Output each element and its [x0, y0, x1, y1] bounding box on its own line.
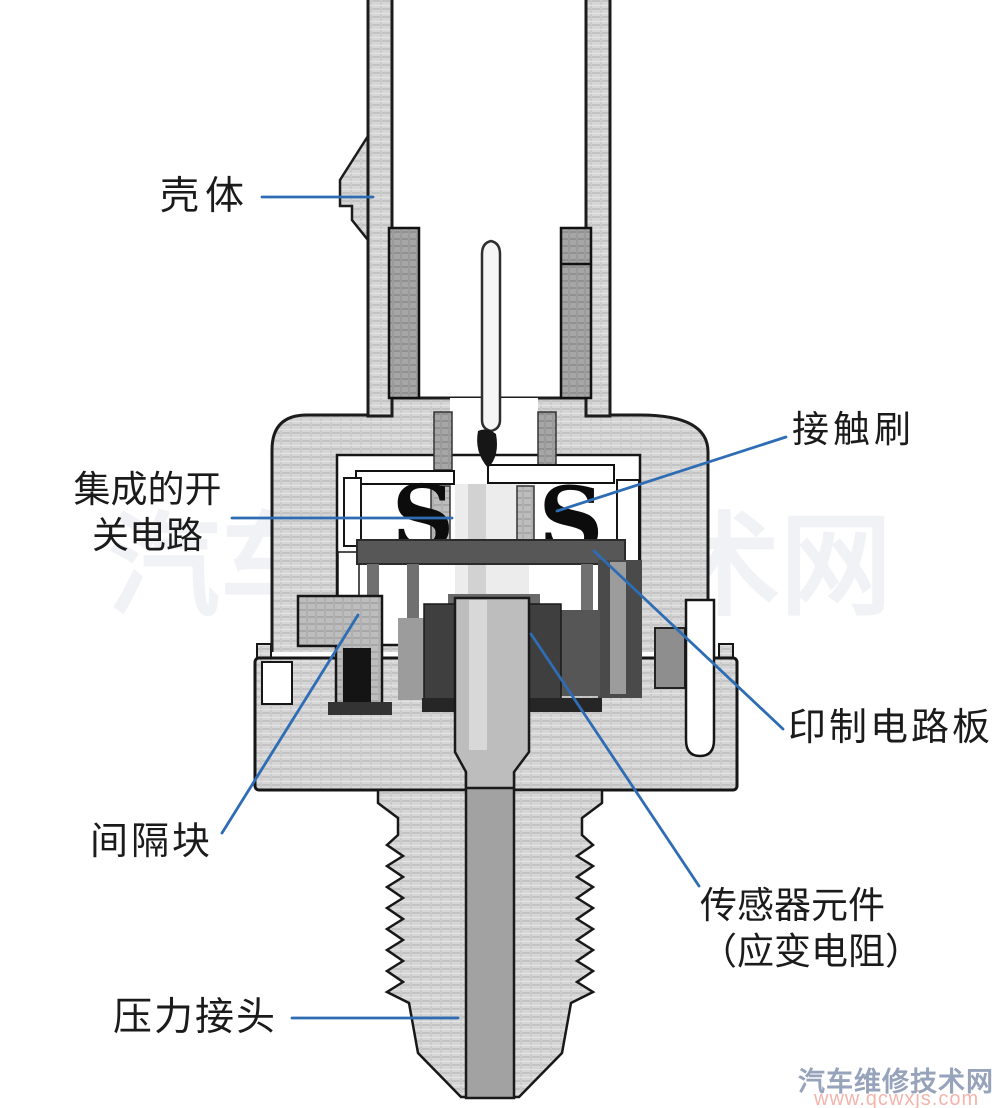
leader-lines	[220, 195, 788, 1020]
spacer-block	[296, 594, 392, 715]
label-spacer-block: 间隔块	[90, 821, 214, 863]
right-terminal-slot	[610, 562, 626, 694]
leader-contact-brush	[555, 435, 788, 513]
pressure-column	[453, 596, 531, 790]
label-sensor-element: 传感器元件 （应变电阻）	[700, 884, 930, 976]
label-switch-line1: 集成的开	[73, 470, 222, 511]
label-switch-line2: 关电路	[92, 516, 203, 557]
crimp-notch-left	[261, 661, 293, 705]
label-integrated-switch-circuit: 集成的开 关电路	[55, 468, 240, 560]
label-contact-brush: 接触刷	[792, 410, 915, 451]
pcb-bar	[356, 539, 626, 565]
contact-pin	[480, 239, 502, 433]
pin-solder-blob	[477, 429, 497, 468]
leader-pcb	[592, 549, 785, 731]
cavity-post-right	[516, 485, 535, 545]
watermark-site-name: 汽车维修技术网	[798, 1067, 994, 1097]
pcb-leg	[407, 564, 419, 622]
pin-guide-left	[433, 411, 453, 471]
pcb-leg	[581, 564, 593, 622]
leader-sensor-element	[529, 632, 701, 888]
label-sensor-line2: （应变电阻）	[700, 932, 922, 973]
slide-plate-right	[487, 464, 615, 484]
label-sensor-line1: 传感器元件	[700, 886, 885, 927]
terminal-block-left	[387, 226, 421, 400]
right-seal-block	[654, 627, 686, 689]
label-housing: 壳体	[160, 175, 251, 218]
vent-slot-right	[684, 598, 716, 758]
label-pressure-port: 压力接头	[113, 996, 278, 1039]
pressure-bore	[464, 770, 516, 1100]
column-highlight	[469, 600, 487, 750]
leader-spacer	[220, 613, 360, 835]
watermark-site-url: www.qcwxjs.com	[814, 1088, 980, 1108]
pin-guide-right	[537, 411, 557, 471]
terminal-block-right	[559, 226, 593, 400]
cavity-slot-left	[343, 477, 362, 547]
label-pcb: 印制电路板	[788, 707, 994, 749]
housing-barb	[338, 131, 370, 244]
